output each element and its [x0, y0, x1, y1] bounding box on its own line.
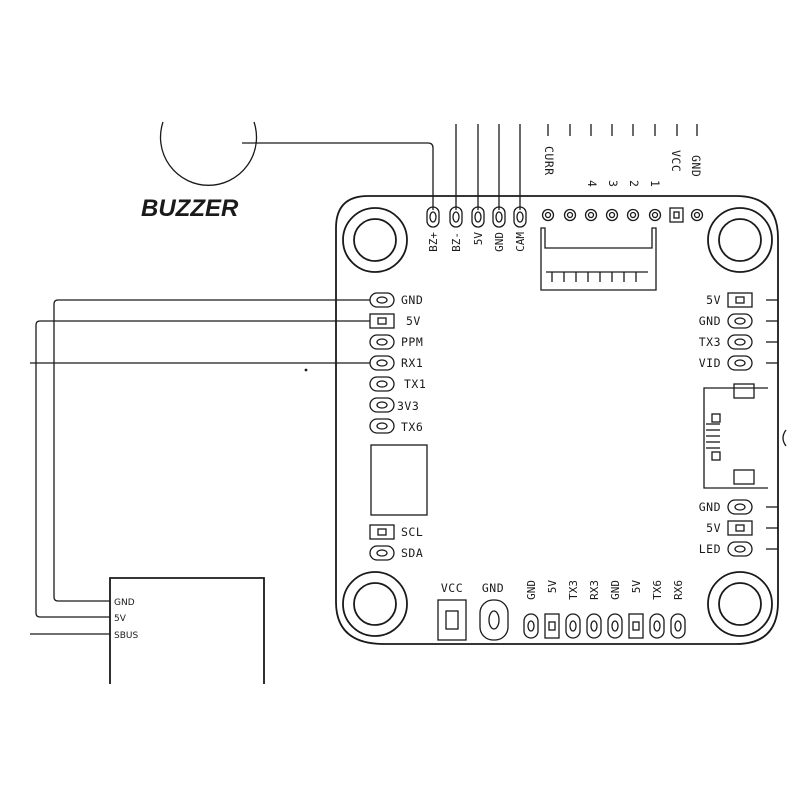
pin-label-1: 1: [648, 180, 662, 187]
top-edge-labels: CURR 4 3 2 1 VCC GND: [542, 146, 703, 187]
pin-label-tx3: TX3: [699, 335, 721, 349]
pin-label-gnd: GND: [525, 580, 538, 600]
pin-label-5v: 5V: [114, 614, 127, 624]
pin-label-scl: SCL: [401, 525, 423, 539]
pin-label-5v: 5V: [546, 580, 559, 594]
pin-label-led: LED: [699, 542, 721, 556]
pin-label-bz-: BZ+: [427, 232, 440, 252]
pin-label-curr: CURR: [542, 146, 556, 176]
bottom-power-pads: VCC GND: [437, 581, 509, 641]
jst-connector-top: [540, 227, 657, 291]
pin-label-gnd: GND: [401, 293, 423, 307]
pin-label-rx1: RX1: [401, 356, 423, 370]
top-connector: BZ+ BZ- 5V GND CAM: [426, 206, 527, 252]
chip: [370, 444, 428, 516]
buzzer-label: BUZZER: [141, 195, 239, 222]
pin-label-rx6: RX6: [672, 580, 685, 600]
pin-label-gnd: GND: [689, 155, 703, 177]
pin-label-5v: 5V: [706, 521, 721, 535]
left-pads: GND 5V PPM RX1 TX1 3V3 TX6: [369, 292, 426, 434]
pin-label-ppm: PPM: [401, 335, 423, 349]
mounting-holes: [342, 207, 773, 637]
pin-label-3: 3: [606, 180, 620, 187]
receiver-outline: [109, 577, 265, 684]
pin-label-gnd: GND: [609, 580, 622, 600]
receiver: GND 5V SBUS: [109, 577, 265, 684]
bottom-pads: GND 5V TX3 RX3 GND 5V TX6 RX6: [523, 580, 686, 639]
pin-label-tx1: TX1: [404, 377, 426, 391]
right-stubs: [766, 299, 778, 550]
pin-label-vid: VID: [699, 356, 721, 370]
pin-label-rx3: RX3: [588, 580, 601, 600]
pin-label-gnd: GND: [699, 500, 721, 514]
buzzer-wire: [242, 142, 434, 210]
top-wires: [455, 124, 521, 210]
pin-label-bz-: BZ-: [450, 232, 463, 252]
pin-label-5v: 5V: [406, 314, 421, 328]
pin-label-cam: CAM: [514, 232, 527, 252]
pin-label-vcc: VCC: [669, 150, 683, 172]
right-lower-pads: GND 5V LED: [699, 499, 753, 557]
fc-board-outline: [335, 195, 779, 645]
pin-label-sbus: SBUS: [114, 631, 138, 641]
pin-label-2: 2: [627, 180, 641, 187]
top-edge-stubs: [547, 124, 698, 136]
i2c-pads: SCL SDA: [369, 524, 423, 561]
buzzer: BUZZER: [141, 121, 258, 222]
pin-label-gnd: GND: [493, 232, 506, 252]
buzzer-outline: [159, 121, 258, 186]
right-upper-pads: 5V GND TX3 VID: [699, 292, 753, 371]
top-edge-pads: [541, 207, 704, 223]
receiver-wires: [30, 299, 370, 635]
usb-connector: [703, 383, 768, 489]
pin-label-5v: 5V: [472, 232, 485, 246]
pin-label-5v: 5V: [630, 580, 643, 594]
pin-label-tx6: TX6: [401, 420, 423, 434]
pin-label-tx6: TX6: [651, 580, 664, 600]
offpage-component: [782, 429, 787, 447]
pin-label-5v: 5V: [706, 293, 721, 307]
pin-label-gnd: GND: [114, 598, 135, 608]
pin-label-3v3: 3V3: [397, 399, 419, 413]
pin-label-gnd: GND: [699, 314, 721, 328]
pin-label-4: 4: [585, 180, 599, 187]
pin-label-sda: SDA: [401, 546, 423, 560]
pin-label-tx3: TX3: [567, 580, 580, 600]
pin-label-vcc: VCC: [441, 581, 463, 595]
pin-label-gnd: GND: [482, 581, 504, 595]
